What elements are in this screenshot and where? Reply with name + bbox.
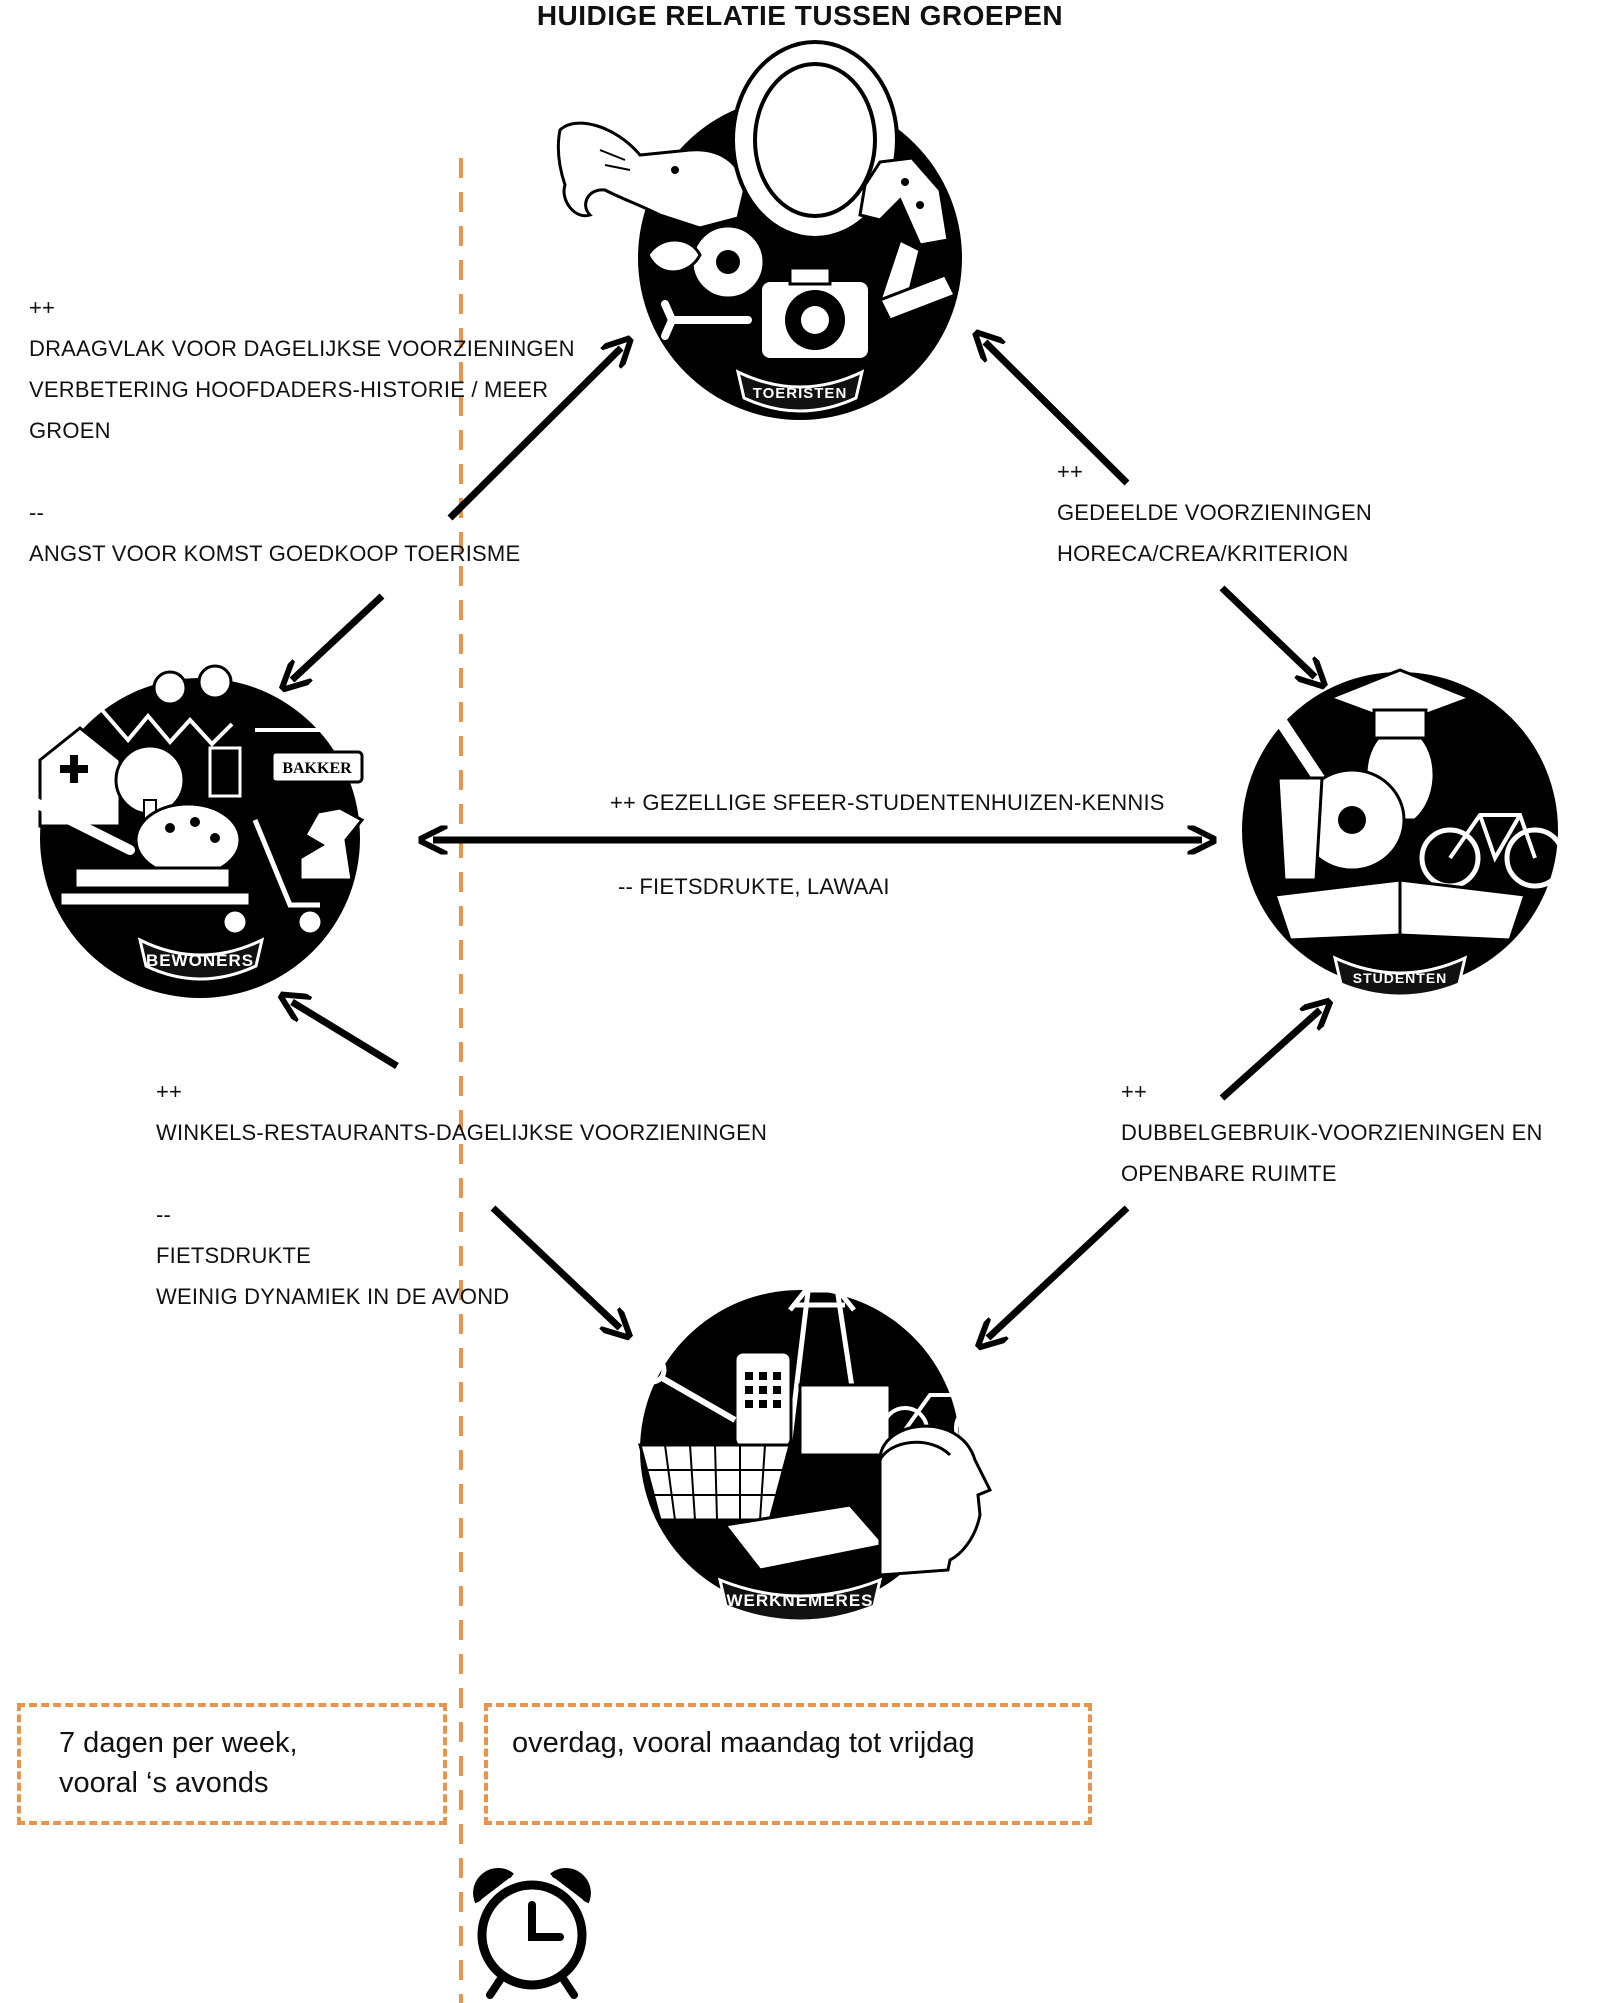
bewoners-emblem: BAKKER BEWONERS: [5, 664, 380, 998]
relation-minus-marker: --: [156, 1202, 172, 1227]
timebox-daytime: overdag, vooral maandag tot vrijdag: [484, 1703, 1092, 1825]
arrow-studenten-to-werknemers: [988, 1205, 1130, 1338]
arrow-werknemers-to-studenten: [1219, 1010, 1320, 1101]
relation-positive-line: OPENBARE RUIMTE: [1121, 1161, 1337, 1186]
werknemers-emblem: WERKNEMERES: [637, 1265, 1002, 1623]
alarm-clock-icon: [473, 1868, 591, 1999]
relation-bewoners-toeristen: ++ DRAAGVLAK VOOR DAGELIJKSE VOORZIENING…: [29, 287, 575, 574]
relation-minus-marker: --: [29, 500, 45, 525]
relation-plus-marker: ++: [1057, 459, 1084, 484]
relation-positive-line: WINKELS-RESTAURANTS-DAGELIJKSE VOORZIENI…: [156, 1120, 768, 1145]
relation-positive-line: DRAAGVLAK VOOR DAGELIJKSE VOORZIENINGEN: [29, 336, 575, 361]
relation-positive-line: HORECA/CREA/KRITERION: [1057, 541, 1349, 566]
relation-plus-marker: ++: [156, 1079, 183, 1104]
relation-negative-line: ANGST VOOR KOMST GOEDKOOP TOERISME: [29, 541, 521, 566]
arrow-studenten-to-toeristen: [985, 342, 1130, 486]
relation-bewoners-studenten-negative: -- FIETSDRUKTE, LAWAAI: [618, 874, 890, 899]
relation-negative-line: FIETSDRUKTE: [156, 1243, 311, 1268]
relation-bewoners-werknemers: ++ WINKELS-RESTAURANTS-DAGELIJKSE VOORZI…: [156, 1071, 767, 1317]
relation-plus-marker: ++: [29, 295, 56, 320]
bakker-sign: BAKKER: [282, 760, 352, 777]
toeristen-emblem: TOERISTEN: [556, 40, 962, 420]
timebox-line: vooral ‘s avonds: [59, 1767, 269, 1799]
studenten-emblem: STUDENTEN: [1234, 654, 1566, 998]
arrow-toeristen-to-bewoners: [292, 593, 385, 680]
timebox-evening: 7 dagen per week, vooral ‘s avonds: [17, 1703, 447, 1825]
relation-positive-line: GROEN: [29, 418, 111, 443]
arrow-toeristen-to-studenten: [1219, 585, 1315, 677]
toeristen-label: TOERISTEN: [753, 385, 848, 402]
relation-toeristen-studenten: ++ GEDEELDE VOORZIENINGEN HORECA/CREA/KR…: [1057, 451, 1372, 574]
timebox-line: 7 dagen per week,: [59, 1727, 298, 1759]
arrow-bewoners-to-werknemers: [490, 1205, 620, 1328]
relation-positive-line: VERBETERING HOOFDADERS-HISTORIE / MEER: [29, 377, 549, 402]
arrow-werknemers-to-bewoners: [292, 1002, 399, 1069]
page-title: HUIDIGE RELATIE TUSSEN GROEPEN: [536, 0, 1064, 31]
relation-studenten-werknemers: ++ DUBBELGEBRUIK-VOORZIENINGEN EN OPENBA…: [1121, 1071, 1543, 1194]
relation-negative-line: WEINIG DYNAMIEK IN DE AVOND: [156, 1284, 510, 1309]
relation-plus-marker: ++: [1121, 1079, 1148, 1104]
relation-positive-line: DUBBELGEBRUIK-VOORZIENINGEN EN: [1121, 1120, 1543, 1145]
relation-positive-line: GEDEELDE VOORZIENINGEN: [1057, 500, 1372, 525]
relation-bewoners-studenten-positive: ++ GEZELLIGE SFEER-STUDENTENHUIZEN-KENNI…: [610, 790, 1165, 815]
arrow-bewoners-to-toeristen: [447, 348, 621, 521]
bewoners-label: BEWONERS: [146, 951, 254, 970]
werknemers-label: WERKNEMERES: [726, 1591, 873, 1610]
timebox-line: overdag, vooral maandag tot vrijdag: [512, 1727, 975, 1759]
studenten-label: STUDENTEN: [1353, 970, 1448, 986]
